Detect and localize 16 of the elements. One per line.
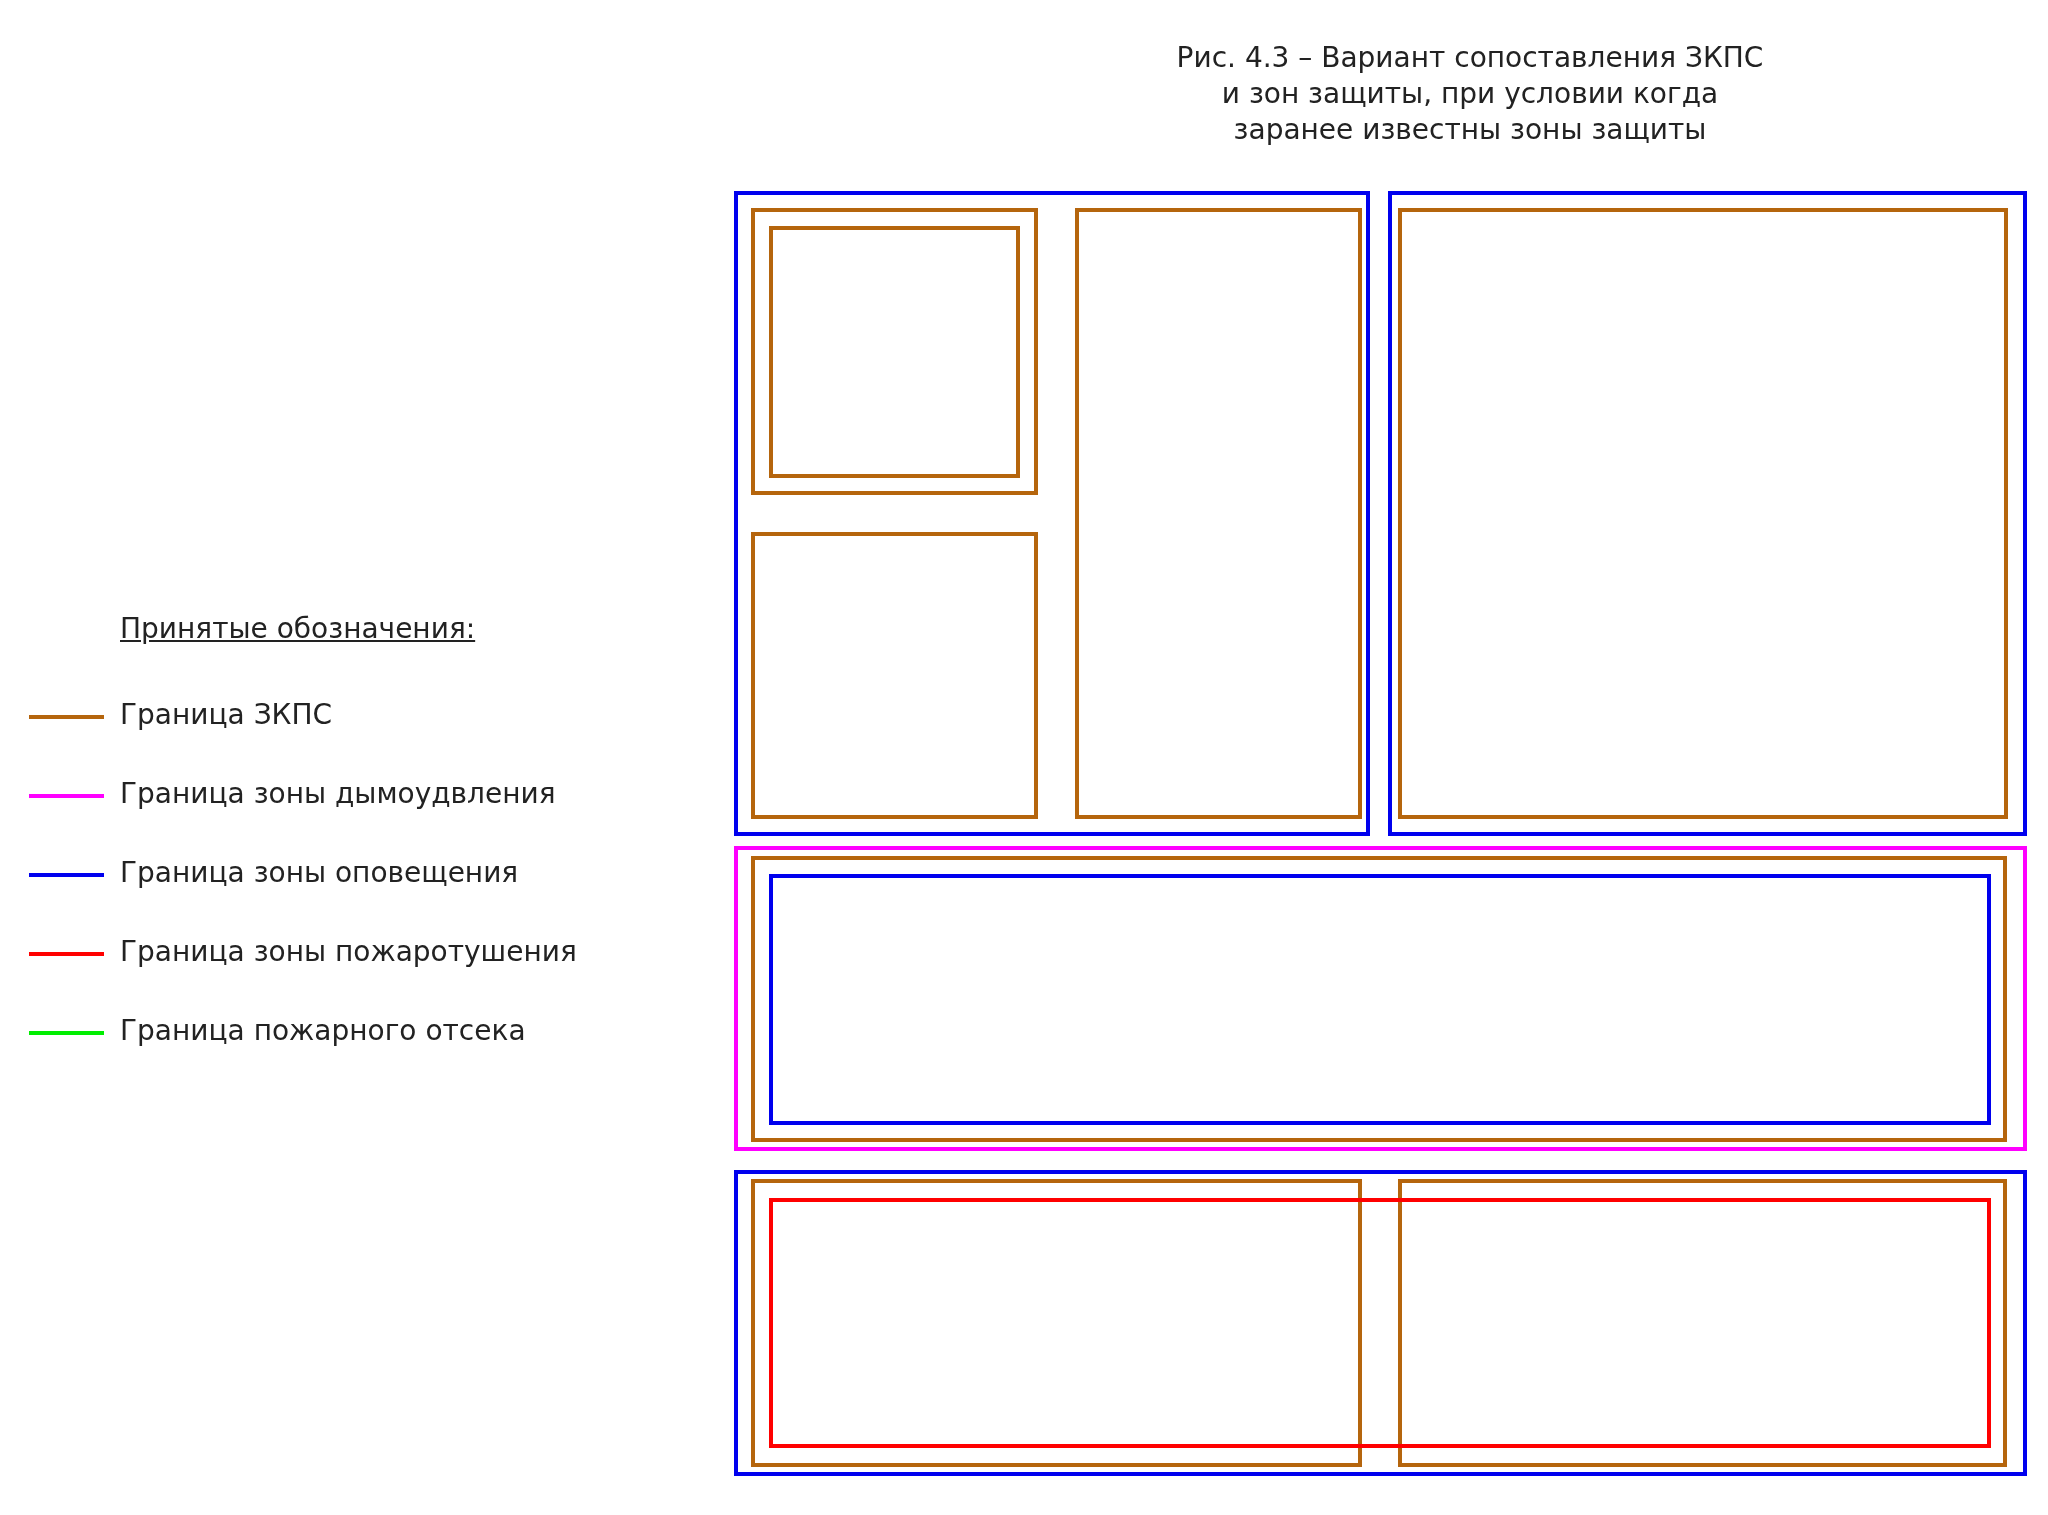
zone-boundary <box>751 1179 1363 1467</box>
zone-boundary <box>1074 207 1363 819</box>
zone-boundary <box>751 531 1039 819</box>
zone-boundary <box>769 225 1021 478</box>
zone-boundary <box>751 207 1039 495</box>
zone-boundary <box>769 1197 1991 1449</box>
legend-text: Граница зоны пожаротушения <box>120 935 577 968</box>
legend-text: Граница пожарного отсека <box>120 1014 526 1047</box>
zone-boundary <box>734 190 1371 836</box>
legend-heading: Принятые обозначения: <box>120 612 476 645</box>
zone-boundary <box>734 1170 2028 1476</box>
legend-text: Граница зоны оповещения <box>120 856 519 889</box>
figure-title: Рис. 4.3 – Вариант сопоставления ЗКПС и зон защиты, при условии когда заранее известны зоны защиты <box>1175 40 1765 148</box>
zone-boundary <box>1397 1179 2008 1467</box>
legend-text: Граница зоны дымоудвления <box>120 777 556 810</box>
legend-text: Граница ЗКПС <box>120 698 333 731</box>
